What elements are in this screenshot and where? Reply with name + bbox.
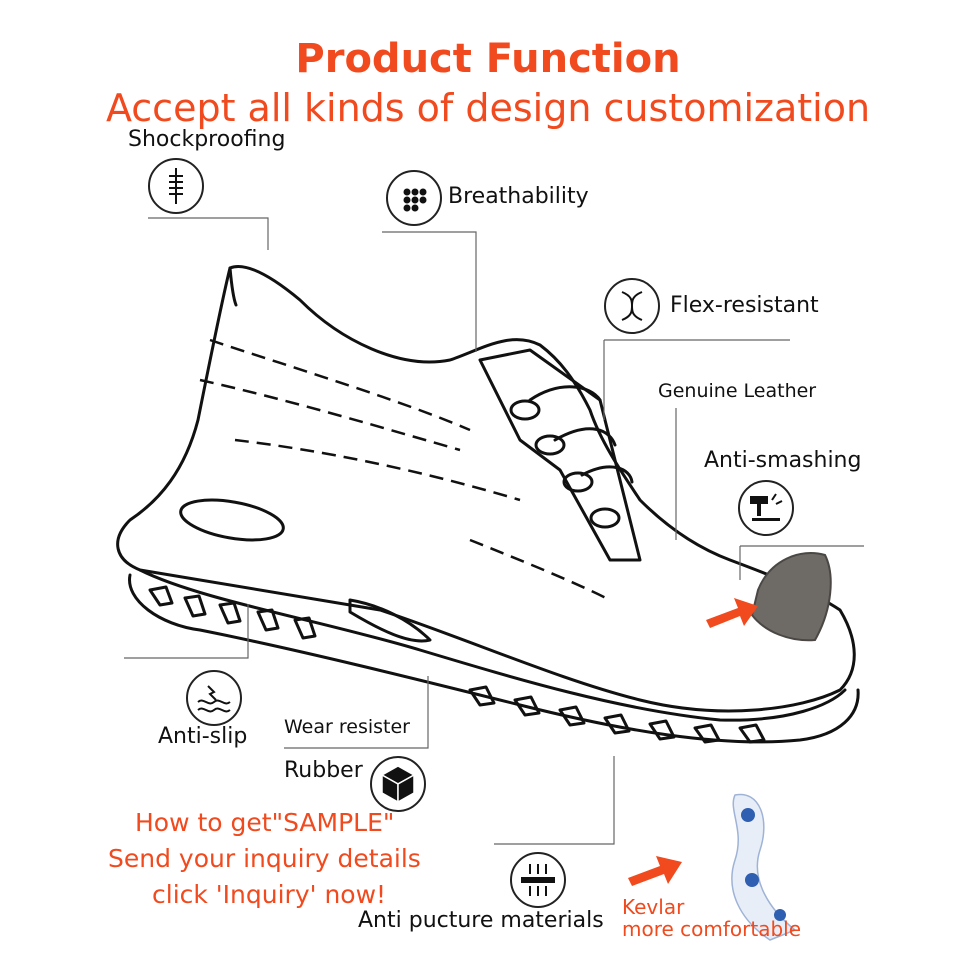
anti-slip-icon — [186, 670, 242, 726]
rubber-cube-icon — [370, 756, 426, 812]
label-breathability: Breathability — [448, 184, 589, 209]
anti-puncture-icon — [510, 852, 566, 908]
label-rubber: Rubber — [284, 758, 363, 783]
flex-icon — [604, 278, 660, 334]
cta-line-3: click 'Inquiry' now! — [152, 880, 387, 909]
label-anti-smashing: Anti-smashing — [704, 448, 862, 473]
anti-smashing-icon — [738, 480, 794, 536]
label-wear-resister: Wear resister — [284, 716, 410, 738]
cta-line-1: How to get"SAMPLE" — [135, 808, 395, 837]
page-title: Product Function — [295, 36, 681, 82]
label-genuine-leather: Genuine Leather — [658, 380, 817, 402]
breathability-icon — [386, 170, 442, 226]
page-subtitle: Accept all kinds of design customization — [105, 86, 871, 130]
label-shockproofing: Shockproofing — [128, 127, 286, 152]
kevlar-insole-image — [731, 793, 797, 941]
label-anti-slip: Anti-slip — [158, 724, 248, 749]
kevlar-caption: more comfortable — [622, 917, 802, 941]
cta-line-2: Send your inquiry details — [108, 844, 421, 873]
kevlar-label: Kevlar — [622, 895, 685, 919]
label-anti-puncture: Anti pucture materials — [358, 908, 604, 933]
shock-icon — [148, 158, 204, 214]
label-flex-resistant: Flex-resistant — [670, 293, 819, 318]
